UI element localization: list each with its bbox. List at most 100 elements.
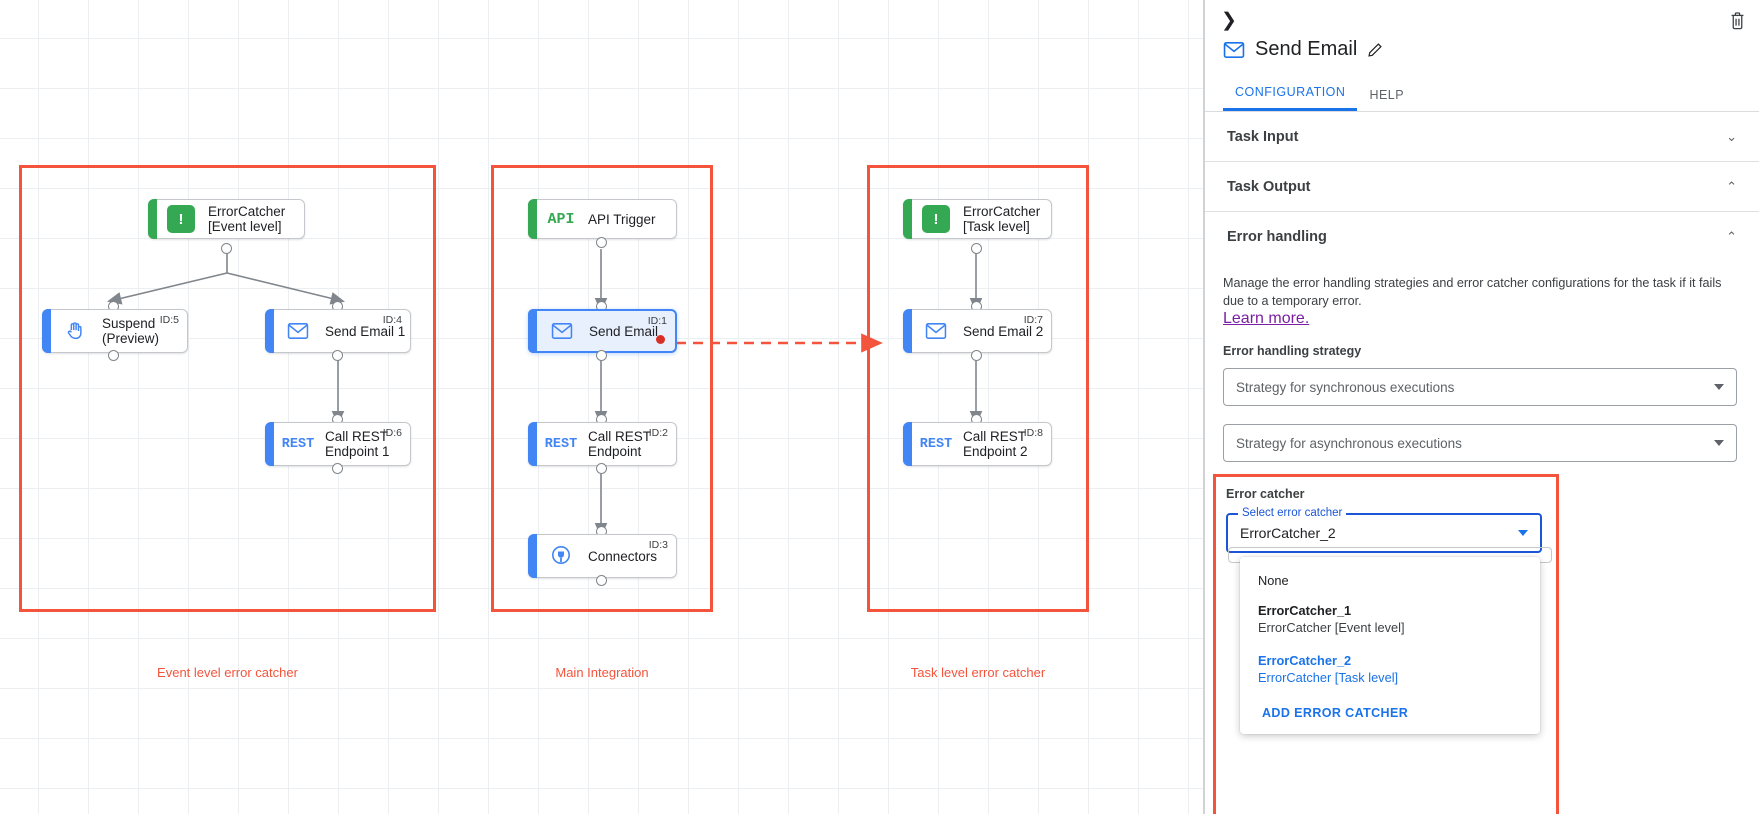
node-id-badge: ID:8: [1023, 427, 1043, 439]
node-port-out[interactable]: [332, 350, 343, 361]
sync-strategy-value: Strategy for synchronous executions: [1236, 379, 1455, 395]
node-accent-bar: [903, 309, 912, 353]
node-call-rest-endpoint-1[interactable]: REST Call REST Endpoint 1 ID:6: [265, 422, 411, 466]
node-accent-bar: [265, 309, 274, 353]
section-title: Task Input: [1227, 128, 1299, 145]
tab-configuration[interactable]: CONFIGURATION: [1223, 85, 1358, 111]
chevron-right-icon[interactable]: ❯: [1221, 9, 1237, 31]
panel-title-row: Send Email: [1223, 38, 1383, 61]
trash-icon[interactable]: [1725, 8, 1749, 32]
node-id-badge: ID:3: [648, 539, 668, 551]
pencil-icon[interactable]: [1367, 42, 1383, 58]
chevron-down-icon: [1518, 530, 1528, 536]
error-catcher-highlight-region: Error catcher Select error catcher Error…: [1213, 474, 1559, 814]
group-label-event-level: Event level error catcher: [157, 665, 298, 680]
node-label: Send Email: [589, 323, 659, 339]
envelope-icon: [1223, 41, 1245, 59]
node-label: ErrorCatcher [Task level]: [963, 204, 1041, 234]
node-accent-bar: [528, 534, 537, 578]
node-call-rest-endpoint-2[interactable]: REST Call REST Endpoint 2 ID:8: [903, 422, 1052, 466]
node-port-out[interactable]: [596, 350, 607, 361]
node-label: Send Email 1: [325, 323, 406, 339]
node-port-out[interactable]: [221, 243, 232, 254]
node-port-out[interactable]: [596, 463, 607, 474]
node-send-email-1[interactable]: Send Email 1 ID:4: [265, 309, 411, 353]
envelope-icon: [921, 316, 951, 346]
node-accent-bar: [265, 422, 274, 466]
group-label-task-level: Task level error catcher: [910, 665, 1046, 680]
section-title: Error handling: [1227, 229, 1327, 245]
node-errorcatcher-event-level[interactable]: ! ErrorCatcher [Event level]: [148, 199, 305, 239]
api-icon-text: API: [547, 210, 575, 228]
node-id-badge: ID:5: [159, 314, 179, 326]
chevron-down-icon: [1714, 440, 1724, 446]
node-label: Call REST Endpoint 1: [325, 429, 390, 459]
envelope-icon: [283, 316, 313, 346]
section-error-handling[interactable]: Error handling ⌃: [1205, 212, 1759, 262]
group-frame-task-level: [867, 165, 1089, 612]
section-task-input[interactable]: Task Input ⌄: [1205, 112, 1759, 162]
rest-icon: REST: [545, 429, 577, 459]
select-error-catcher-legend: Select error catcher: [1238, 507, 1347, 519]
panel-header: ❯ Send Email: [1205, 0, 1759, 78]
rest-icon-text: REST: [919, 436, 953, 452]
add-error-catcher-button[interactable]: ADD ERROR CATCHER: [1262, 706, 1409, 720]
chevron-up-icon: ⌃: [1726, 229, 1737, 244]
error-catcher-label: Error catcher: [1226, 487, 1305, 501]
node-errorcatcher-task-level[interactable]: ! ErrorCatcher [Task level]: [903, 199, 1052, 239]
node-port-out[interactable]: [596, 575, 607, 586]
option-secondary: ErrorCatcher [Task level]: [1258, 670, 1399, 685]
node-port-out[interactable]: [971, 350, 982, 361]
errorcatcher-icon: !: [921, 204, 951, 234]
rest-icon-text: REST: [281, 436, 315, 452]
option-none[interactable]: None: [1258, 573, 1289, 588]
node-accent-bar: [528, 309, 537, 353]
node-id-badge: ID:2: [648, 427, 668, 439]
node-api-trigger[interactable]: API API Trigger: [528, 199, 677, 239]
section-task-output[interactable]: Task Output ⌃: [1205, 162, 1759, 212]
tab-help[interactable]: HELP: [1369, 88, 1405, 102]
node-accent-bar: [42, 309, 51, 353]
node-send-email-selected[interactable]: Send Email ID:1: [528, 309, 677, 353]
error-handling-description: Manage the error handling strategies and…: [1223, 276, 1722, 308]
error-handling-body: Manage the error handling strategies and…: [1205, 262, 1759, 462]
node-port-out[interactable]: [108, 350, 119, 361]
node-accent-bar: [528, 422, 537, 466]
node-accent-bar: [148, 199, 157, 239]
group-label-main-integration: Main Integration: [555, 665, 649, 680]
error-handling-strategy-label: Error handling strategy: [1223, 344, 1362, 358]
error-catcher-options-menu: None ErrorCatcher_1 ErrorCatcher [Event …: [1240, 557, 1540, 734]
node-label: Suspend (Preview): [102, 316, 160, 346]
connectors-plug-icon: [546, 541, 576, 571]
node-error-dot: [656, 335, 665, 344]
canvas-panel-divider: [1203, 0, 1205, 814]
group-frame-main-integration: [491, 165, 713, 612]
api-icon: API: [546, 204, 576, 234]
node-call-rest-endpoint[interactable]: REST Call REST Endpoint ID:2: [528, 422, 677, 466]
select-error-catcher-dropdown[interactable]: Select error catcher ErrorCatcher_2: [1226, 507, 1542, 553]
learn-more-link[interactable]: Learn more.: [1223, 310, 1310, 327]
workflow-canvas[interactable]: Event level error catcher ! ErrorCatcher…: [0, 0, 1205, 814]
node-label: Send Email 2: [963, 323, 1044, 339]
option-errorcatcher-1[interactable]: ErrorCatcher_1 ErrorCatcher [Event level…: [1240, 594, 1540, 644]
node-id-badge: ID:1: [647, 315, 667, 327]
node-port-out[interactable]: [971, 243, 982, 254]
node-port-out[interactable]: [596, 237, 607, 248]
task-config-panel: ❯ Send Email: [1205, 0, 1759, 814]
sync-strategy-select[interactable]: Strategy for synchronous executions: [1223, 368, 1737, 406]
option-errorcatcher-2[interactable]: ErrorCatcher_2 ErrorCatcher [Task level]: [1240, 644, 1540, 694]
async-strategy-select[interactable]: Strategy for asynchronous executions: [1223, 424, 1737, 462]
chevron-down-icon: [1714, 384, 1724, 390]
node-port-out[interactable]: [332, 463, 343, 474]
node-id-badge: ID:6: [382, 427, 402, 439]
select-error-catcher-value: ErrorCatcher_2: [1240, 525, 1336, 541]
node-connectors[interactable]: Connectors ID:3: [528, 534, 677, 578]
chevron-down-icon: ⌄: [1726, 128, 1737, 144]
node-id-badge: ID:7: [1023, 314, 1043, 326]
section-title: Task Output: [1227, 178, 1311, 195]
node-suspend-preview[interactable]: Suspend (Preview) ID:5: [42, 309, 188, 353]
node-send-email-2[interactable]: Send Email 2 ID:7: [903, 309, 1052, 353]
suspend-hand-icon: [60, 316, 90, 346]
node-label: Call REST Endpoint: [588, 429, 652, 459]
node-accent-bar: [903, 199, 912, 239]
